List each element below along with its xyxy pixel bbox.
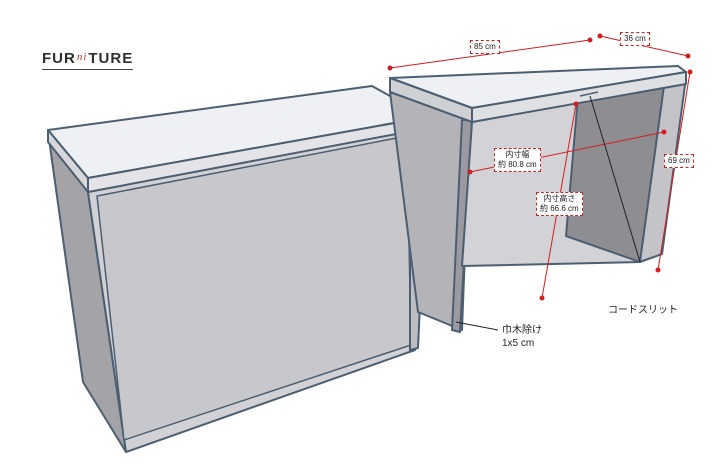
inner-width-label: 内寸幅 約 80.8 cm (494, 148, 541, 172)
baseboard-annotation: 巾木除け 1x5 cm (502, 324, 542, 350)
logo-text-1: FUR (42, 50, 76, 67)
leader-lines (455, 95, 641, 331)
logo-text-2: ni (76, 51, 88, 63)
depth-dimension-label: 85 cm (470, 40, 500, 54)
furniture-logo: FURniTURE (42, 50, 134, 70)
baseboard-annotation-title: 巾木除け (502, 325, 542, 336)
cord-slit-line (579, 91, 599, 97)
cord-slit-annotation: コードスリット (608, 305, 678, 316)
inner-height-label: 内寸高さ 約 66.6 cm (536, 192, 583, 216)
logo-underline (42, 69, 134, 70)
width-dimension-label: 36 cm (620, 32, 650, 46)
height-dimension-label: 69 cm (664, 154, 694, 168)
inner-height-label-value: 約 66.6 cm (540, 204, 579, 213)
logo-text-3: TURE (88, 50, 134, 67)
inner-height-label-title: 内寸高さ (543, 194, 576, 203)
inner-width-label-value: 約 80.8 cm (498, 160, 537, 169)
baseboard-annotation-size: 1x5 cm (502, 338, 535, 349)
inner-width-label-title: 内寸幅 (505, 150, 530, 159)
right-cabinet-top-left-edge (389, 77, 473, 123)
